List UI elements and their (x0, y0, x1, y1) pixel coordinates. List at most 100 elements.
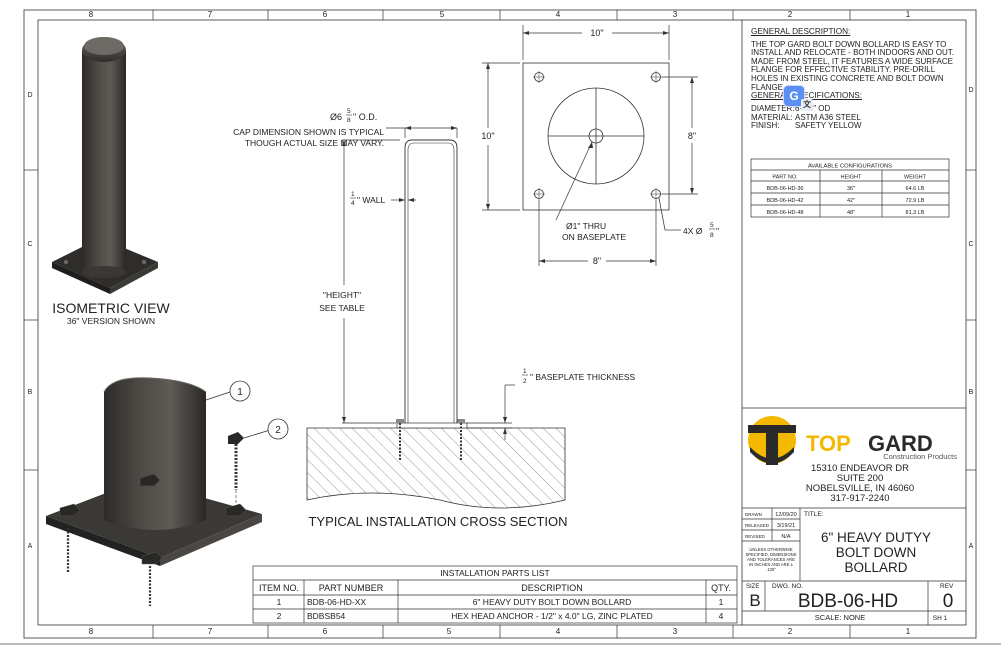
zone-label: 8 (89, 10, 94, 19)
bp-den: 2 (523, 378, 527, 385)
parts-header: DESCRIPTION (521, 583, 583, 593)
hole-spacing-h-label: 8" (593, 256, 601, 266)
parts-cell: 1 (277, 597, 282, 607)
zone-label: A (28, 543, 33, 550)
drawing-text: AND TOLERANCES ARE (747, 557, 795, 562)
logo-gard: GARD (868, 431, 933, 456)
address-line: NOBELSVILLE, IN 46060 (806, 483, 914, 494)
zone-label: 1 (906, 10, 911, 19)
zone-label: 8 (89, 627, 94, 636)
config-cell: 72.9 LB (906, 198, 925, 204)
plate-width-label: 10" (590, 28, 603, 38)
anchor-bolt (228, 432, 244, 512)
inner-frame (37, 19, 967, 626)
general-description-heading: GENERAL DESCRIPTION: (751, 27, 851, 36)
cap-note-line-2: THOUGH ACTUAL SIZE MAY VARY. (245, 138, 384, 148)
drawing-title: 6" HEAVY DUTYY (821, 530, 931, 545)
config-cell: BDB-06-HD-36 (767, 186, 804, 192)
config-header: WEIGHT (904, 175, 927, 181)
height-note-1: "HEIGHT" (323, 290, 361, 300)
config-cell: 42" (847, 198, 855, 204)
dwg-number: BDB-06-HD (798, 591, 898, 612)
address-line: 15310 ENDEAVOR DR (811, 463, 909, 474)
company-logo: TOP GARD Construction Products (748, 416, 957, 465)
balloon-2 (267, 418, 289, 440)
drawing-text: IN INCHES AND ARE ± (749, 562, 794, 567)
thru-hole-label-2: ON BASEPLATE (562, 232, 626, 242)
balloon-2-label: 2 (275, 425, 281, 436)
translate-sub-icon: 文 (801, 99, 813, 111)
isometric-view-subtitle: 36" VERSION SHOWN (67, 316, 155, 326)
zone-label: 2 (788, 10, 793, 19)
zone-label: 4 (556, 627, 561, 636)
zone-labels-left: D C B A (27, 92, 32, 550)
drawing-text: SIZE (746, 584, 759, 590)
configurations-table: AVAILABLE CONFIGURATIONS PART NO. HEIGHT… (750, 158, 950, 218)
isometric-view-title: ISOMETRIC VIEW (52, 300, 170, 316)
logo-sub: Construction Products (883, 452, 957, 461)
parts-header: QTY. (711, 583, 731, 593)
zone-label: C (27, 241, 32, 248)
baseplate-dimension: 1 2 " BASEPLATE THICKNESS (466, 368, 636, 440)
drawing-text: RELEASED (745, 523, 770, 528)
zone-label: 3 (673, 10, 678, 19)
od-num: 5 (347, 108, 351, 115)
parts-list: INSTALLATION PARTS LIST ITEM NO. PART NU… (252, 565, 738, 624)
config-header: PART NO. (772, 175, 798, 181)
drawing-title: BOLT DOWN (836, 545, 917, 560)
balloon-1-label: 1 (237, 387, 243, 398)
zone-label: C (968, 241, 973, 248)
drawing-text: DWG. NO. (772, 583, 803, 590)
zone-labels-top: 8 7 6 5 4 3 2 1 (89, 10, 911, 19)
address-line: SUITE 200 (837, 473, 883, 484)
height-dimension: "HEIGHT" SEE TABLE (319, 139, 400, 424)
zone-label: B (969, 389, 974, 396)
size-value: B (749, 591, 760, 610)
general-description: GENERAL DESCRIPTION: THE TOP GARD BOLT D… (751, 27, 963, 92)
google-translate-icon[interactable]: G 文 (784, 86, 813, 111)
zone-label: 6 (323, 10, 328, 19)
zone-labels-right: D C B A (968, 87, 973, 550)
wall-den: 4 (351, 200, 355, 207)
zone-labels-bottom: 8 7 6 5 4 3 2 1 (89, 627, 911, 636)
logo-top: TOP (806, 431, 851, 456)
parts-cell: BDB-06-HD-XX (307, 597, 366, 607)
zone-label: 2 (788, 627, 793, 636)
drawing-text: REVISED (745, 534, 766, 539)
bolt-holes-prefix: 4X Ø (683, 226, 703, 236)
isometric-view (52, 37, 158, 294)
config-cell: 48" (847, 210, 855, 216)
drawing-text: 3/19/21 (777, 523, 795, 529)
od-dimension: Ø6 5 8 " O.D. (330, 108, 458, 138)
exploded-view: 1 2 (46, 377, 289, 606)
bolt-holes-suffix: " (716, 226, 719, 236)
drawing-text: 12/09/20 (775, 512, 796, 518)
parts-header: ITEM NO. (259, 583, 299, 593)
od-den: 8 (347, 117, 351, 124)
parts-header: PART NUMBER (319, 583, 384, 593)
config-cell: BDB-06-HD-42 (767, 198, 804, 204)
spec-row: FINISH: SAFETY YELLOW (751, 121, 862, 131)
zone-label: 4 (556, 10, 561, 19)
drawing-text: .125" (766, 567, 776, 572)
drawing-text: N/A (781, 534, 791, 540)
sheet-label: SH 1 (933, 615, 948, 622)
spec-row: MATERIAL: ASTM A36 STEEL (751, 112, 861, 122)
hole-spacing-v-label: 8" (688, 131, 696, 141)
zone-label: 7 (208, 627, 213, 636)
address-line: 317-917-2240 (830, 493, 889, 504)
balloon-1 (229, 380, 251, 402)
drawing-text: TITLE: (804, 511, 824, 518)
zone-label: 5 (447, 627, 452, 636)
scale-label: SCALE: NONE (815, 613, 865, 622)
thru-hole-label-1: Ø1" THRU (566, 221, 606, 231)
od-prefix: Ø6 (330, 112, 342, 122)
bp-num: 1 (523, 368, 527, 375)
bolt-holes-den: 8 (710, 232, 714, 239)
od-suffix: " O.D. (353, 112, 377, 122)
config-cell: 64.6 LB (906, 186, 925, 192)
baseplate-top-view: 10" 10" 8" 8" Ø1" THRU ON BASEPLATE 4X Ø (481, 25, 719, 266)
svg-text:Ø6: Ø6 (330, 112, 342, 122)
height-note-2: SEE TABLE (319, 303, 365, 313)
config-cell: 81.3 LB (906, 210, 925, 216)
